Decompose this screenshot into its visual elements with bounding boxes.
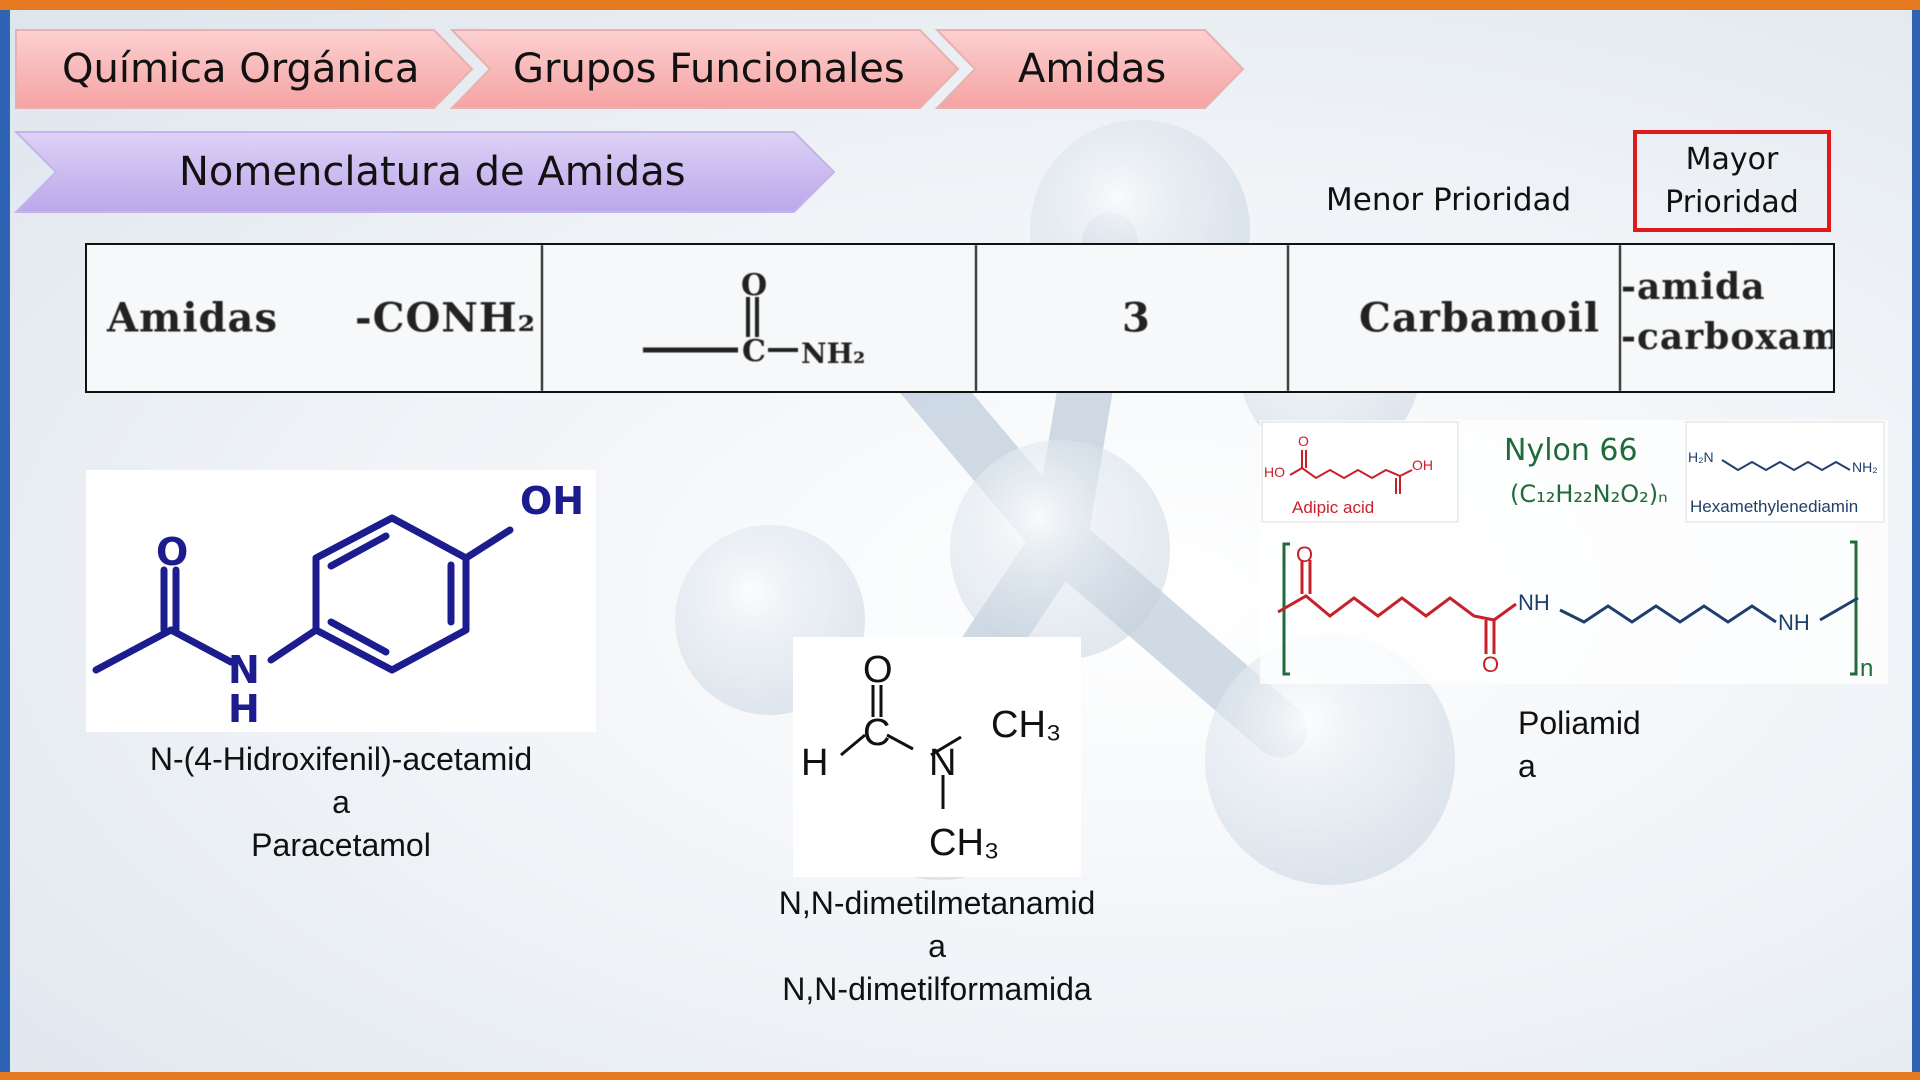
banner-chevron-shape: [13, 131, 836, 213]
nylon-66-diagram: HO OH O Adipic acid Nylon 66 (C₁₂H₂₂N₂O₂…: [1261, 421, 1885, 682]
breadcrumb-label: Grupos Funcionales: [513, 46, 905, 92]
dmf-carbon: C: [863, 712, 890, 754]
caption-line: a: [1518, 748, 1536, 784]
dmf-structure-card: O C H N CH₃ CH₃: [793, 637, 1081, 877]
section-title-banner: Nomenclatura de Amidas: [13, 130, 836, 214]
structure-carbon: C: [742, 334, 766, 369]
polymer-oxygen-2: O: [1482, 652, 1499, 677]
high-priority-line2: Prioridad: [1665, 185, 1799, 220]
table-cell-structure: O C NH₂: [543, 245, 977, 391]
dmf-oxygen: O: [863, 649, 893, 691]
bottom-border: [0, 1072, 1920, 1080]
paracetamol-structure: O N H OH: [92, 479, 584, 731]
caption-line: a: [332, 784, 350, 820]
polymer-oxygen-1: O: [1296, 542, 1313, 567]
nylon-title: Nylon 66: [1504, 433, 1638, 468]
amide-group-structure: O C NH₂: [643, 268, 865, 370]
polymer-nh-1: NH: [1518, 590, 1550, 615]
dmf-structure: O C H N CH₃ CH₃: [801, 649, 1061, 864]
caption-line: Poliamid: [1518, 705, 1641, 741]
dmf-hydrogen: H: [801, 742, 828, 784]
paracetamol-caption: N-(4-Hidroxifenil)-acetamid a Paracetamo…: [86, 738, 596, 867]
hexa-label: Hexamethylenediamin: [1690, 497, 1858, 516]
group-formula: -CONH₂: [355, 294, 537, 342]
group-name: Amidas: [107, 294, 278, 342]
breadcrumb-label: Amidas: [1018, 46, 1167, 92]
breadcrumb-amidas[interactable]: Amidas: [935, 28, 1245, 110]
table-cell-name-formula: Amidas -CONH₂: [87, 245, 543, 391]
paracetamol-oxygen: O: [156, 530, 188, 574]
nylon-formula: (C₁₂H₂₂N₂O₂)ₙ: [1510, 480, 1668, 508]
table-cell-prefix: Carbamoil: [1289, 245, 1621, 391]
breadcrumb-chevron-shape: [935, 29, 1245, 109]
caption-line: a: [928, 928, 946, 964]
hexa-nh2: NH₂: [1852, 459, 1878, 475]
hexa-h2n: H₂N: [1688, 449, 1714, 465]
breadcrumb-quimica-organica[interactable]: Química Orgánica: [14, 28, 474, 110]
breadcrumb-chevron-shape: [450, 29, 960, 109]
section-title: Nomenclatura de Amidas: [179, 149, 686, 195]
paracetamol-structure-card: O N H OH: [86, 470, 596, 732]
low-priority-label: Menor Prioridad: [1326, 182, 1572, 218]
group-prefix: Carbamoil: [1359, 294, 1601, 342]
breadcrumb-label: Química Orgánica: [62, 46, 420, 92]
breadcrumb-grupos-funcionales[interactable]: Grupos Funcionales: [450, 28, 960, 110]
high-priority-line1: Mayor: [1685, 142, 1779, 177]
top-border: [0, 0, 1920, 10]
paracetamol-hydroxyl: OH: [520, 479, 584, 523]
dmf-methyl-top: CH₃: [991, 704, 1061, 746]
group-suffix-line2: -carboxamida: [1621, 316, 1833, 358]
adipic-oxygen: O: [1298, 433, 1309, 449]
right-border: [1912, 10, 1920, 1072]
adipic-oh: OH: [1412, 457, 1433, 473]
caption-line: N,N-dimetilformamida: [782, 971, 1092, 1007]
adipic-ho: HO: [1264, 464, 1285, 480]
dmf-nitrogen: N: [929, 742, 956, 784]
table-cell-suffix: -amida -carboxamida: [1621, 245, 1833, 391]
paracetamol-nitrogen: N: [228, 648, 260, 692]
priority-number: 3: [1122, 294, 1151, 342]
caption-line: Paracetamol: [251, 827, 431, 863]
breadcrumb-chevron-shape: [15, 29, 474, 109]
structure-amine: NH₂: [801, 337, 865, 370]
polyamide-caption: Poliamid a: [1518, 702, 1641, 788]
functional-group-table: Amidas -CONH₂ O C NH₂ 3 Carbamoil -amida…: [85, 243, 1835, 393]
group-suffix-line1: -amida: [1621, 266, 1766, 308]
left-border: [0, 10, 10, 1072]
structure-oxygen: O: [741, 268, 767, 303]
nylon-panel: HO OH O Adipic acid Nylon 66 (C₁₂H₂₂N₂O₂…: [1260, 420, 1888, 684]
paracetamol-hydrogen: H: [228, 687, 260, 731]
polymer-nh-2: NH: [1778, 610, 1810, 635]
adipic-acid-label: Adipic acid: [1292, 498, 1374, 517]
dmf-caption: N,N-dimetilmetanamid a N,N-dimetilformam…: [720, 882, 1154, 1011]
table-cell-priority-number: 3: [977, 245, 1289, 391]
high-priority-box: Mayor Prioridad: [1633, 130, 1831, 232]
caption-line: N,N-dimetilmetanamid: [778, 885, 1096, 921]
caption-line: N-(4-Hidroxifenil)-acetamid: [149, 741, 533, 777]
polymer-repeat-n: n: [1860, 655, 1873, 682]
dmf-methyl-bottom: CH₃: [929, 822, 999, 864]
